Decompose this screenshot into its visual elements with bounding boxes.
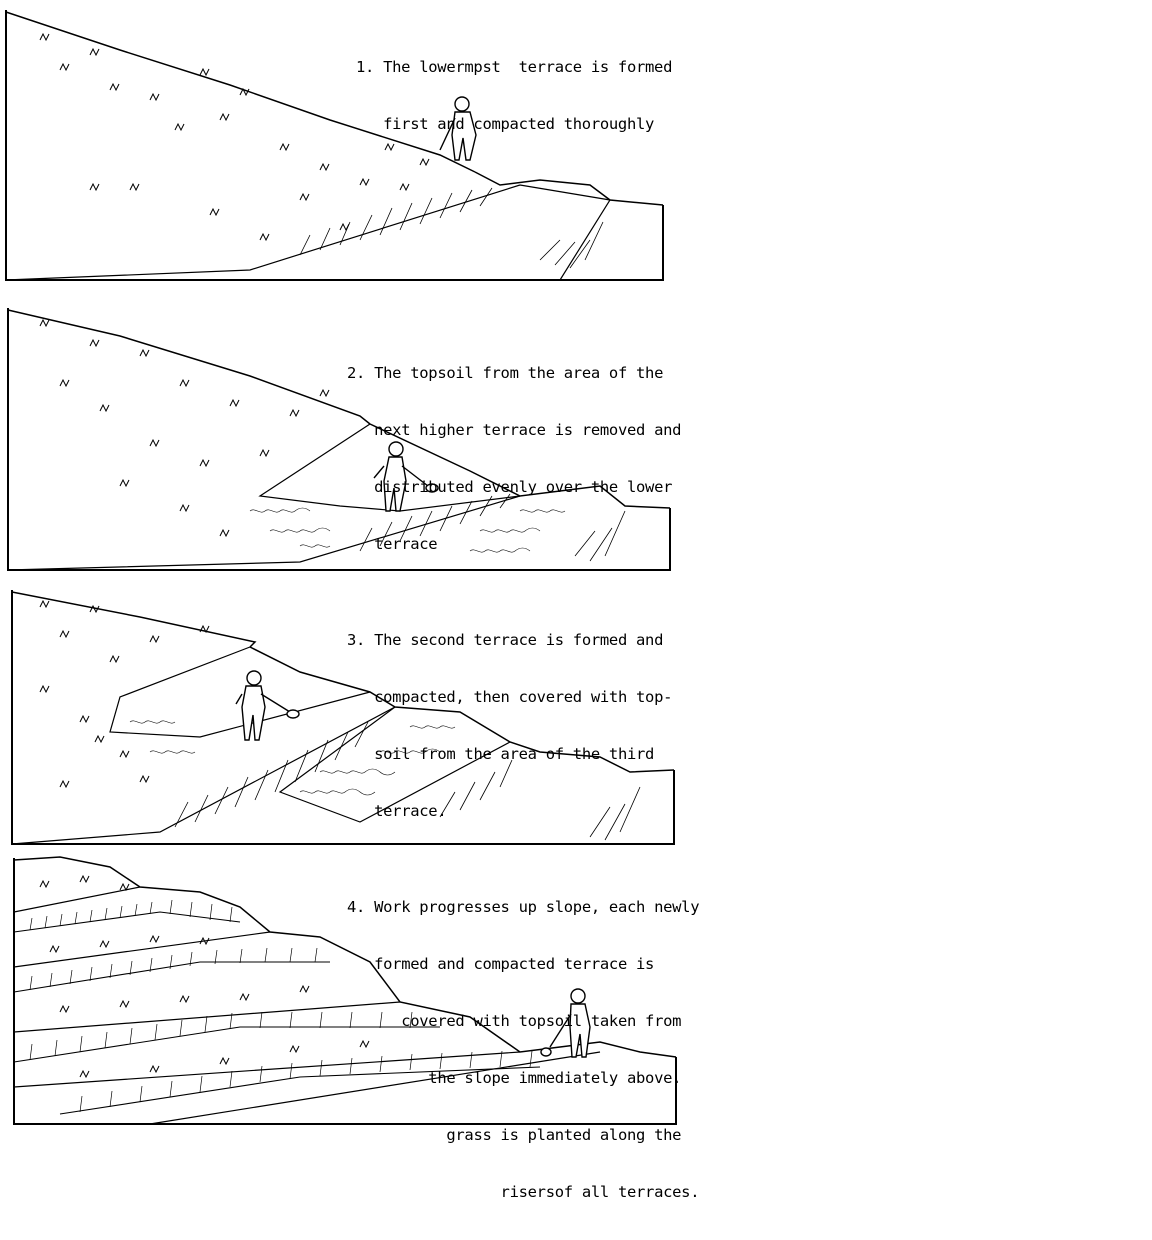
step-4-caption: 4. Work progresses up slope, each newly … bbox=[347, 860, 700, 1240]
caption-line: formed and compacted terrace is bbox=[347, 955, 655, 973]
step-1-caption: 1. The lowermpst terrace is formed first… bbox=[356, 20, 672, 172]
topsoil-texture bbox=[129, 720, 456, 796]
caption-line: compacted, then covered with top- bbox=[347, 688, 673, 706]
caption-line: risersof all terraces. bbox=[347, 1183, 700, 1201]
worker-figure bbox=[235, 670, 300, 741]
worker-figure bbox=[373, 441, 439, 512]
caption-line: 4. Work progresses up slope, each newly bbox=[347, 898, 700, 916]
step-2-panel: 2. The topsoil from the area of the next… bbox=[0, 296, 681, 576]
topsoil-texture bbox=[249, 507, 566, 553]
caption-line: soil from the area of the third bbox=[347, 745, 655, 763]
step-4-illustration bbox=[13, 856, 677, 1125]
step-3-panel: 3. The second terrace is formed and comp… bbox=[0, 582, 680, 848]
grass-tufts bbox=[39, 318, 330, 538]
caption-line: 3. The second terrace is formed and bbox=[347, 631, 664, 649]
caption-line: terrace bbox=[347, 535, 438, 553]
terrace-riser-grass bbox=[29, 899, 533, 1113]
worker-figure bbox=[540, 988, 591, 1058]
caption-line: grass is planted along the bbox=[347, 1126, 682, 1144]
grass-tufts bbox=[39, 599, 210, 789]
step-3-illustration bbox=[11, 590, 675, 845]
caption-line: 1. The lowermpst terrace is formed bbox=[356, 58, 673, 76]
step-1-illustration bbox=[5, 10, 664, 281]
step-4-panel: 4. Work progresses up slope, each newly … bbox=[0, 852, 720, 1201]
step-1-panel: 1. The lowermpst terrace is formed first… bbox=[0, 0, 680, 285]
grass-tufts bbox=[39, 32, 430, 242]
terrace-riser-hatching bbox=[174, 721, 641, 841]
caption-line: the slope immediately above. bbox=[347, 1069, 682, 1087]
terrace-riser-hatching bbox=[299, 187, 604, 269]
caption-line: first and compacted thoroughly bbox=[356, 115, 655, 133]
caption-line: distributed evenly over the lower bbox=[347, 478, 673, 496]
worker-figure bbox=[439, 96, 477, 161]
terrace-riser-hatching bbox=[359, 493, 626, 562]
grass-tufts bbox=[39, 874, 370, 1079]
caption-line: next higher terrace is removed and bbox=[347, 421, 682, 439]
caption-line: covered with topsoil taken from bbox=[347, 1012, 682, 1030]
caption-line: 2. The topsoil from the area of the bbox=[347, 364, 664, 382]
step-3-caption: 3. The second terrace is formed and comp… bbox=[347, 593, 672, 859]
step-2-illustration bbox=[7, 308, 671, 571]
step-2-caption: 2. The topsoil from the area of the next… bbox=[347, 326, 681, 592]
caption-line: terrace. bbox=[347, 802, 447, 820]
